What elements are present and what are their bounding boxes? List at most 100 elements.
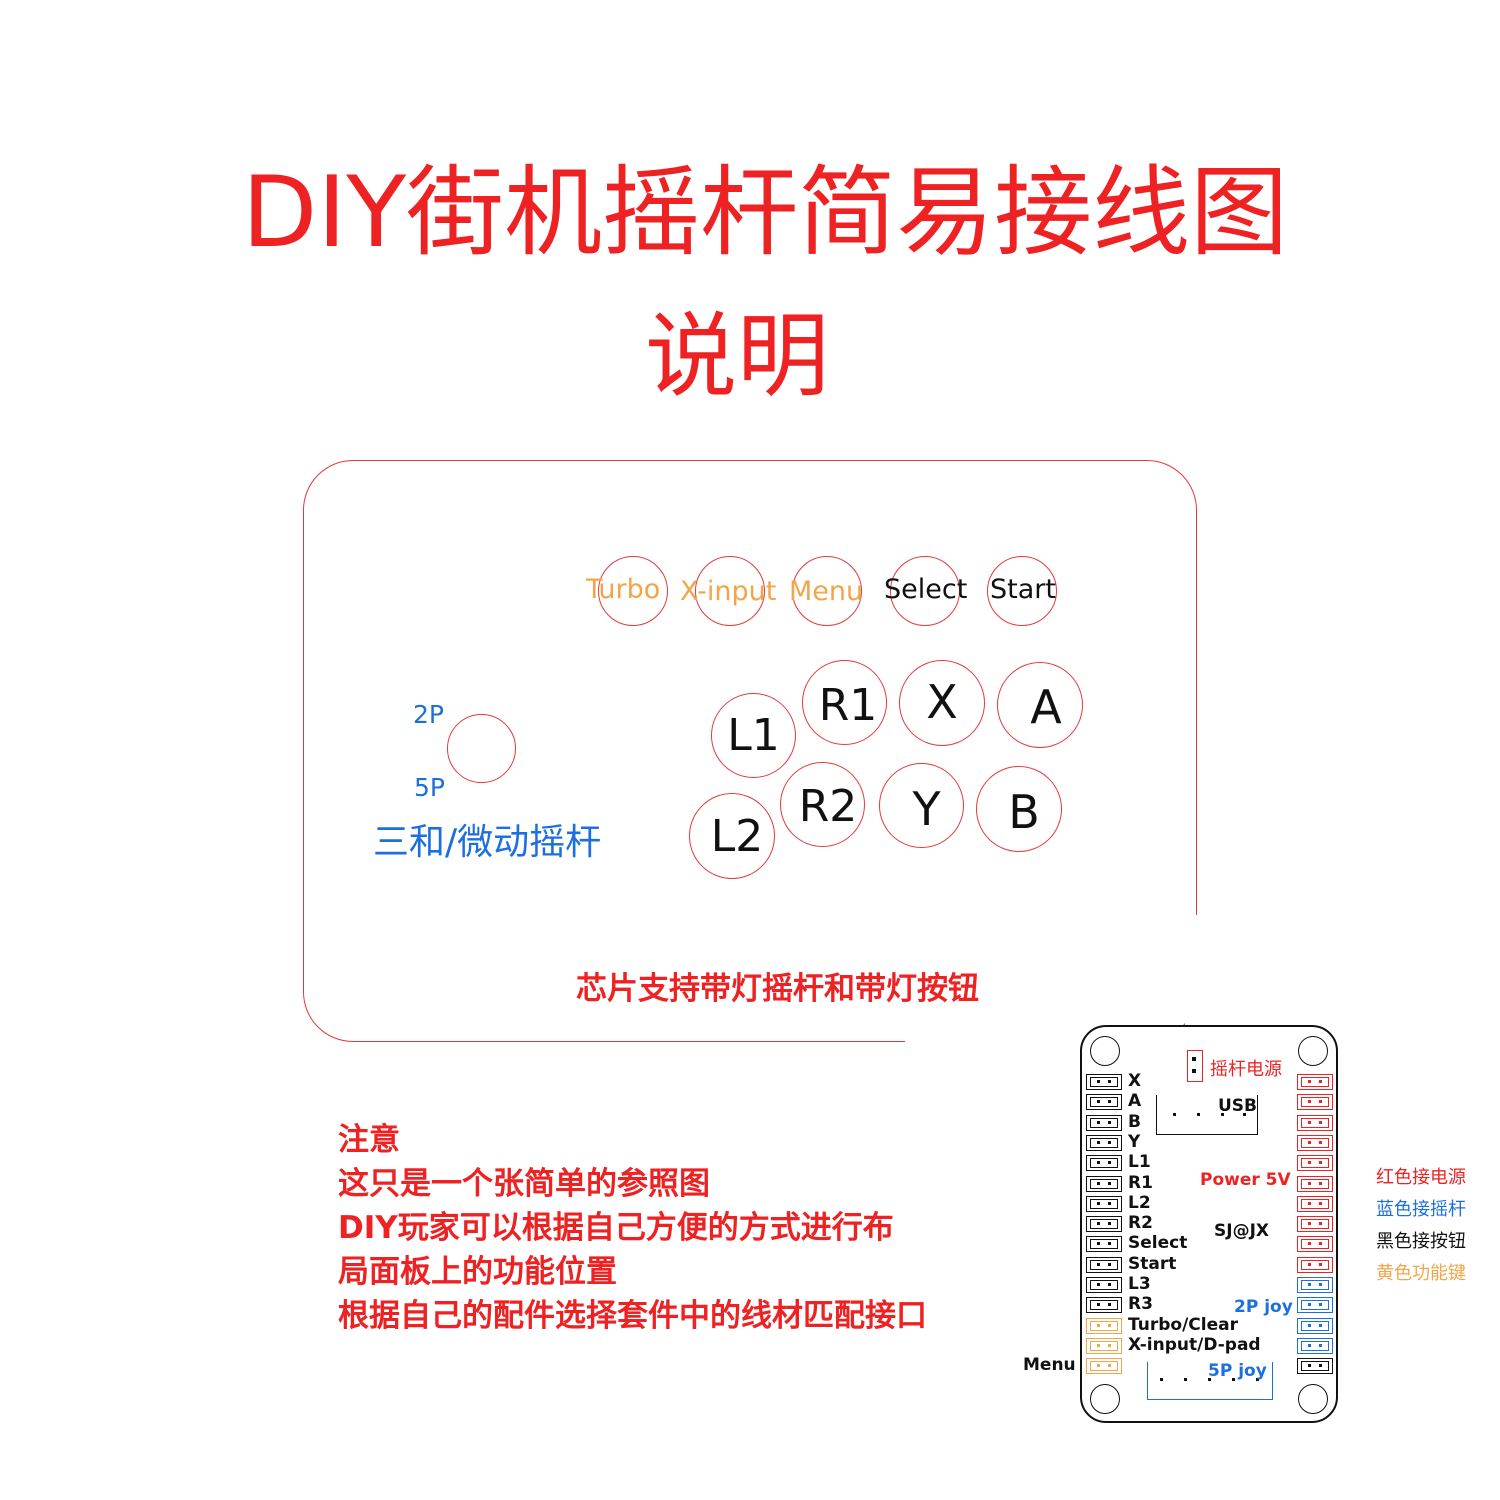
button-a[interactable] xyxy=(997,662,1083,748)
panel-outline-gap-right xyxy=(1185,915,1205,1055)
joystick[interactable] xyxy=(447,714,516,783)
power-5v-label: Power 5V xyxy=(1200,1170,1291,1190)
left-pin-header xyxy=(1086,1094,1122,1110)
left-pin-label: Menu xyxy=(1023,1355,1076,1375)
button-start-label: Start xyxy=(990,574,1056,605)
right-pin-header xyxy=(1297,1257,1333,1273)
button-menu[interactable] xyxy=(792,556,862,626)
button-turbo[interactable] xyxy=(598,556,668,626)
notice-line: 这只是一个张简单的参照图 xyxy=(338,1166,710,1202)
right-pin-header xyxy=(1297,1196,1333,1212)
left-pin-label: A xyxy=(1128,1091,1142,1111)
button-select[interactable] xyxy=(890,556,960,626)
left-pin-label: R2 xyxy=(1128,1213,1153,1233)
right-pin-header xyxy=(1297,1216,1333,1232)
button-l2[interactable] xyxy=(689,793,775,879)
button-y-label: Y xyxy=(912,782,941,836)
left-pin-label: L3 xyxy=(1128,1274,1151,1294)
right-pin-header xyxy=(1297,1318,1333,1334)
left-pin-header xyxy=(1086,1277,1122,1293)
left-pin-label: L1 xyxy=(1128,1152,1151,1172)
button-r1[interactable] xyxy=(802,660,887,745)
legend-yellow: 黄色功能键 xyxy=(1376,1263,1466,1284)
left-pin-header xyxy=(1086,1358,1122,1374)
left-pin-header xyxy=(1086,1318,1122,1334)
mount-hole xyxy=(1298,1036,1328,1066)
button-turbo-label: Turbo xyxy=(586,574,661,605)
left-pin-label: X xyxy=(1128,1071,1142,1091)
joy-5p-label: 5P joy xyxy=(1208,1361,1267,1381)
notice-heading: 注意 xyxy=(338,1122,400,1158)
right-pin-header xyxy=(1297,1277,1333,1293)
right-pin-header xyxy=(1297,1236,1333,1252)
button-xinput-label: X-input xyxy=(680,576,777,607)
left-pin-header xyxy=(1086,1338,1122,1354)
left-pin-label: X-input/D-pad xyxy=(1128,1335,1261,1355)
right-pin-header xyxy=(1297,1094,1333,1110)
button-menu-label: Menu xyxy=(789,576,864,607)
joystick-2p-label: 2P xyxy=(413,700,444,729)
panel-footer-note: 芯片支持带灯摇杆和带灯按钮 xyxy=(576,971,979,1007)
mount-hole xyxy=(1090,1384,1120,1414)
left-pin-label: Select xyxy=(1128,1233,1188,1253)
left-pin-label: Y xyxy=(1128,1132,1141,1152)
usb-label: USB xyxy=(1218,1096,1258,1116)
button-l2-label: L2 xyxy=(710,811,764,862)
mount-hole xyxy=(1298,1384,1328,1414)
left-pin-header xyxy=(1086,1257,1122,1273)
left-pin-label: Start xyxy=(1128,1254,1177,1274)
left-pin-header xyxy=(1086,1074,1122,1090)
right-pin-header xyxy=(1297,1338,1333,1354)
button-x[interactable] xyxy=(899,660,985,746)
button-l1-label: L1 xyxy=(727,710,780,761)
button-r2-label: R2 xyxy=(798,781,858,832)
button-start[interactable] xyxy=(987,556,1057,626)
left-pin-header xyxy=(1086,1155,1122,1171)
left-pin-header xyxy=(1086,1115,1122,1131)
left-pin-label: R3 xyxy=(1128,1294,1153,1314)
left-pin-header xyxy=(1086,1176,1122,1192)
page-title: DIY街机摇杆简易接线图 xyxy=(241,156,1289,270)
button-b-label: B xyxy=(1008,785,1040,839)
right-pin-header xyxy=(1297,1155,1333,1171)
page-subtitle: 说明 xyxy=(644,303,829,410)
left-pin-header xyxy=(1086,1216,1122,1232)
right-pin-header xyxy=(1297,1074,1333,1090)
joystick-power-header xyxy=(1187,1050,1203,1082)
legend-black: 黑色接按钮 xyxy=(1376,1231,1466,1252)
left-pin-label: L2 xyxy=(1128,1193,1151,1213)
joystick-5p-label: 5P xyxy=(414,773,445,802)
button-y[interactable] xyxy=(879,763,964,848)
button-l1[interactable] xyxy=(711,693,796,778)
left-pin-header xyxy=(1086,1196,1122,1212)
joy-5p-connector xyxy=(1147,1362,1273,1400)
joy-2p-label: 2P joy xyxy=(1234,1297,1293,1317)
notice-line: DIY玩家可以根据自己方便的方式进行布 xyxy=(338,1210,894,1246)
right-pin-header xyxy=(1297,1135,1333,1151)
right-pin-header xyxy=(1297,1297,1333,1313)
left-pin-label: B xyxy=(1128,1112,1141,1132)
left-pin-header xyxy=(1086,1297,1122,1313)
button-xinput[interactable] xyxy=(695,556,765,626)
usb-connector xyxy=(1156,1095,1258,1135)
button-select-label: Select xyxy=(884,574,968,605)
left-pin-label: Turbo/Clear xyxy=(1128,1315,1238,1335)
button-r2[interactable] xyxy=(780,762,865,847)
notice-line: 局面板上的功能位置 xyxy=(338,1254,617,1290)
legend-blue: 蓝色接摇杆 xyxy=(1376,1199,1466,1220)
joystick-power-label: 摇杆电源 xyxy=(1210,1059,1282,1080)
button-x-label: X xyxy=(926,675,958,729)
joystick-caption: 三和/微动摇杆 xyxy=(373,822,602,863)
left-pin-label: R1 xyxy=(1128,1173,1153,1193)
right-pin-header xyxy=(1297,1358,1333,1374)
button-a-label: A xyxy=(1030,680,1062,734)
legend-red: 红色接电源 xyxy=(1376,1167,1466,1188)
right-pin-header xyxy=(1297,1176,1333,1192)
button-b[interactable] xyxy=(976,766,1062,852)
controller-board xyxy=(1080,1025,1338,1423)
button-r1-label: R1 xyxy=(818,680,878,731)
left-pin-header xyxy=(1086,1236,1122,1252)
control-panel-outline xyxy=(303,460,1197,1042)
board-brand: SJ@JX xyxy=(1214,1221,1270,1241)
right-pin-header xyxy=(1297,1115,1333,1131)
